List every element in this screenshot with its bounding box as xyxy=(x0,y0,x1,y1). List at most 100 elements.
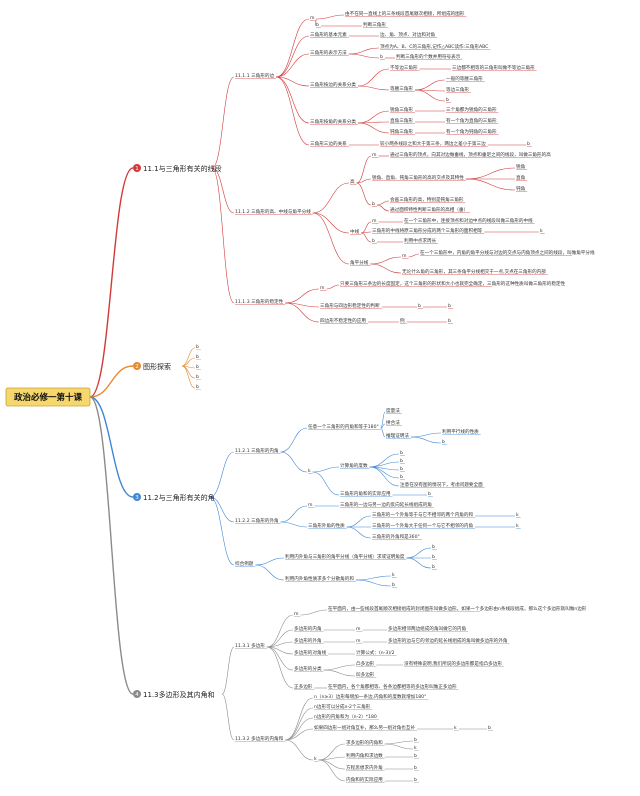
node-s2b2a[interactable]: k xyxy=(516,523,519,529)
node-n2b1a[interactable]: 在一个三角形中，连接顶点和对边中点的线段叫做三角形的中线 xyxy=(404,217,533,224)
node-n1e1a[interactable]: 三个角都为锐角的三角形 xyxy=(446,106,497,113)
node-n1b1[interactable]: 边、角、顶点、对边和对角 xyxy=(380,31,436,38)
node-p1f1[interactable]: 在平面内，各个角都相等、各条边都相等的多边形叫做正多边形 xyxy=(328,683,457,690)
node-s1a3b[interactable]: b xyxy=(442,439,445,445)
node-n2a2a[interactable]: 锐角 xyxy=(516,163,526,170)
node-p1e1a[interactable]: 没有特殊说明,我们所说的多边形都是指凸多边形 xyxy=(404,660,502,667)
node-n2b3a[interactable]: 利用中点求周长 xyxy=(404,237,437,244)
node-s3a[interactable]: 利用内外角与三角形的角平分线（角平分线）求或证明角度 xyxy=(285,553,405,560)
node-n1c3[interactable]: 判断三角形的个数并用符号表示 xyxy=(396,53,461,60)
node-s1a3a[interactable]: 利用平行线的性质 xyxy=(442,428,479,435)
node-n1e3a[interactable]: 有一个角为钝角的三角形 xyxy=(446,128,497,135)
node-p1e1[interactable]: 凸多边形 xyxy=(356,660,375,667)
node-p1d[interactable]: 多边形的对角线 xyxy=(294,649,327,656)
node-n2a3[interactable]: b xyxy=(372,201,375,207)
node-s1b1c[interactable]: b xyxy=(400,466,403,472)
node-n2b1[interactable]: m xyxy=(372,219,377,224)
node-s2a1[interactable]: 三角形的一边与另一边的反向延长线组成的角 xyxy=(340,501,432,508)
node-n2a[interactable]: 高 xyxy=(350,178,355,185)
node-p1a[interactable]: m xyxy=(294,612,299,617)
node-n1a1[interactable]: 由不在同一直线上的三条线段首尾顺次相接，所组成的图形 xyxy=(345,10,465,17)
node-p1f[interactable]: 正多边形 xyxy=(294,683,313,690)
node-n1e3[interactable]: 钝角三角形 xyxy=(390,128,413,135)
node-n1f2[interactable]: b xyxy=(527,141,530,147)
node-n3c1[interactable]: 例 xyxy=(400,317,405,324)
node-n1a[interactable]: m xyxy=(310,16,315,21)
section-4[interactable]: 4 11.3多边形及其内角和 xyxy=(133,690,215,699)
node-s3b2[interactable]: b xyxy=(392,582,395,588)
node-n3c2[interactable]: b xyxy=(448,318,451,324)
node-n2c2[interactable]: 无论什么角的三角形，其三条角平分线相交于一点,交点在三角形的内部 xyxy=(402,268,546,275)
node-s3[interactable]: 综合例题 xyxy=(235,560,254,567)
node-n2a2[interactable]: 锐角、直角、钝角三角形的高的交点及其特性 xyxy=(372,174,464,181)
node-n1c2[interactable]: b xyxy=(380,54,383,60)
node-p1a1[interactable]: 在平面内，由一些线段首尾顺次相接组成的封闭图形叫做多边形。如果一个多边形由n条线… xyxy=(328,605,587,612)
node-s3a2[interactable]: b xyxy=(432,554,435,560)
node-p2e3a[interactable]: b xyxy=(414,765,417,771)
node-s1b2[interactable]: 三角形内角和的实际应用 xyxy=(340,490,391,497)
node-s1b1e[interactable]: 注意在没有图的情况下，考虑问题要全面 xyxy=(400,481,483,488)
node-s2b2[interactable]: 三角形的一个外角大于任何一个与它不相邻的内角 xyxy=(372,522,473,529)
node-s3b[interactable]: 利用内外角性质求多个分散角的和 xyxy=(285,575,354,582)
node-n3b2[interactable]: b xyxy=(448,303,451,309)
node-n2c1[interactable]: m xyxy=(402,254,407,259)
node-n2a2c[interactable]: 钝角 xyxy=(516,185,526,192)
node-s1b1d[interactable]: b xyxy=(400,474,403,480)
node-p1b2[interactable]: 多边形相邻两边组成的角叫做它的内角 xyxy=(388,625,467,632)
node-n1e[interactable]: 三角形按角的关系分类 xyxy=(310,118,356,125)
node-n1c[interactable]: 三角形的表示方法 xyxy=(310,49,347,56)
node-n3a1[interactable]: 只要三角形三条边的长度固定，这个三角形的形状和大小也就完全确定，三角形的这种性质… xyxy=(340,280,566,287)
node-s2a[interactable]: m xyxy=(308,503,313,508)
node-g4[interactable]: b xyxy=(196,374,199,380)
node-s2b1a[interactable]: k xyxy=(516,512,519,518)
node-g1[interactable]: b xyxy=(196,344,199,350)
node-n1d2b[interactable]: 等边三角形 xyxy=(446,86,469,93)
node-s1a[interactable]: 任意一个三角形的内角和等于180° xyxy=(308,423,379,430)
node-p2e3[interactable]: 方程思想求内外角 xyxy=(346,764,383,771)
node-p2c[interactable]: n边形的内角和为（n-2）*180 xyxy=(314,713,377,720)
node-s1a3[interactable]: 推理证明法 xyxy=(386,432,409,439)
node-n3b1[interactable]: b xyxy=(418,303,421,309)
node-p2b[interactable]: n边形可以分成n-2个三角形 xyxy=(314,703,371,710)
node-s3a1[interactable]: b xyxy=(432,544,435,550)
node-p2e4[interactable]: 内角和的实际应用 xyxy=(346,776,383,783)
node-s3b1[interactable]: k xyxy=(392,572,395,578)
node-n3[interactable]: 11.1.3 三角形的稳定性 xyxy=(235,298,284,305)
node-s1a1[interactable]: 度量法 xyxy=(386,407,400,414)
node-p2[interactable]: 11.3.2 多边形的内角和 xyxy=(235,735,284,742)
node-n2[interactable]: 11.1.2 三角形的高、中线与角平分线 xyxy=(235,208,311,215)
node-p2e1[interactable]: 求多边形的内角和 xyxy=(346,739,383,746)
node-p1e2[interactable]: 凹多边形 xyxy=(356,671,375,678)
node-n1f[interactable]: 三角形三边的关系 xyxy=(310,140,347,147)
node-n1d1[interactable]: 不等边三角形 xyxy=(390,64,418,71)
node-p1b1[interactable]: m xyxy=(356,627,361,632)
node-p2d1[interactable]: k xyxy=(454,725,457,731)
node-n1a3[interactable]: 判断三角形 xyxy=(363,21,386,28)
node-n3c[interactable]: 四边形不稳定性的应用 xyxy=(320,317,366,324)
node-p2d[interactable]: 如果四边形一组对角互补，那么另一组对角也互补 xyxy=(314,724,415,731)
node-n1d2[interactable]: 等腰三角形 xyxy=(390,85,413,92)
section-1[interactable]: 1 11.1与三角形有关的线段 xyxy=(133,164,222,173)
node-n1e1[interactable]: 锐角三角形 xyxy=(390,106,413,113)
node-n2a2b[interactable]: 直角 xyxy=(516,174,526,181)
node-n3a[interactable]: m xyxy=(320,286,325,291)
node-s1[interactable]: 11.2.1 三角形的内角 xyxy=(235,447,279,454)
root-node-box[interactable] xyxy=(5,387,91,407)
node-s1b1[interactable]: 计算角的度数 xyxy=(340,462,368,469)
node-p2e2a[interactable]: b xyxy=(414,753,417,759)
node-n1e2a[interactable]: 有一个角为直角的三角形 xyxy=(446,117,497,124)
node-p1c[interactable]: 多边形的外角 xyxy=(294,637,322,644)
node-p2e1a[interactable]: b xyxy=(414,737,417,743)
node-p2a[interactable]: n（n≥3）边形每增加一条边,内角和的度数就增加180° xyxy=(314,693,426,700)
node-s2b[interactable]: 三角形外角的性质 xyxy=(308,522,345,529)
node-s1b[interactable]: k xyxy=(308,468,311,474)
node-n1e2[interactable]: 直角三角形 xyxy=(390,117,413,124)
node-n2a1[interactable]: m xyxy=(372,153,377,158)
node-p1d1[interactable]: 计算公式：(n-3)/2 xyxy=(356,649,395,656)
node-p2e1b[interactable]: k xyxy=(414,745,417,751)
node-s1a2[interactable]: 拼合法 xyxy=(386,419,400,426)
node-p2d2[interactable]: b xyxy=(488,725,491,731)
node-n2a3b[interactable]: 通过面积特性判断三角形的高相（垂） xyxy=(390,206,468,213)
node-p2e4a[interactable]: b xyxy=(414,777,417,783)
node-p1e[interactable]: 多边形的分类 xyxy=(294,665,322,672)
